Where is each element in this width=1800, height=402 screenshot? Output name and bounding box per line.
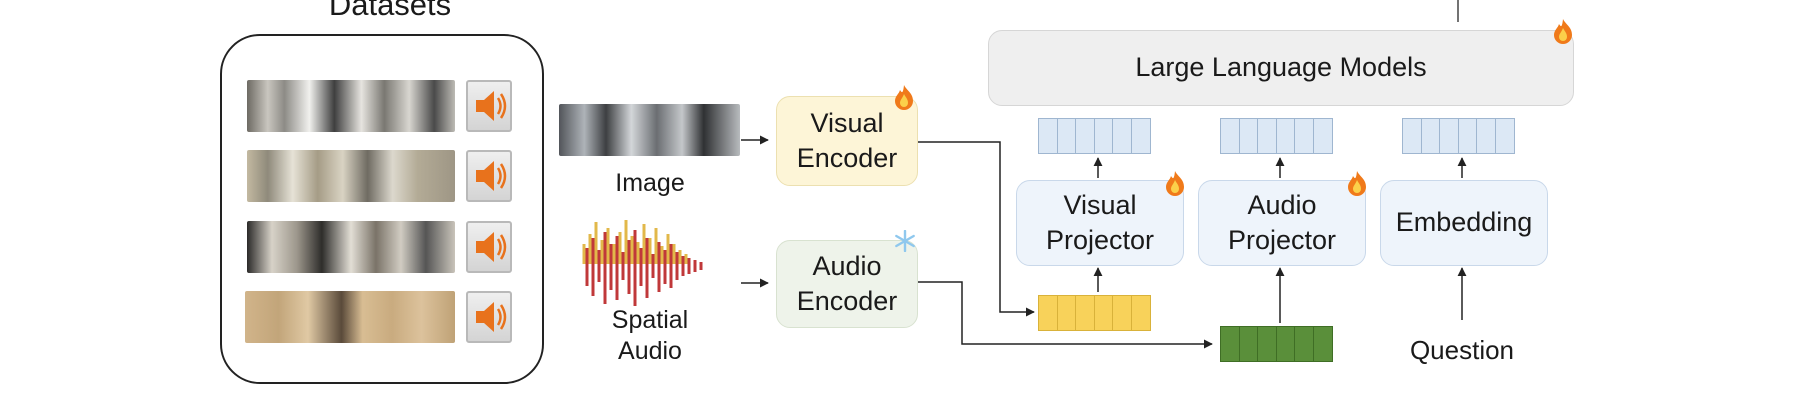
llm-box: Large Language Models [988, 30, 1574, 106]
visual-encoder-box: Visual Encoder [776, 96, 918, 186]
panorama-room-image [247, 221, 455, 273]
speaker-icon [466, 150, 512, 202]
image-label: Image [615, 169, 685, 197]
audio-token-row [1220, 118, 1333, 154]
spatial-audio-waveform [582, 220, 703, 306]
panorama-office-image [247, 80, 455, 132]
speaker-icon [466, 291, 512, 343]
embedding-box: Embedding [1380, 180, 1548, 266]
panorama-corridor-image [245, 291, 455, 343]
speaker-icon [466, 80, 512, 132]
fire-icon [1554, 19, 1572, 44]
text-token-row [1402, 118, 1515, 154]
question-label: Question [1409, 335, 1515, 365]
speaker-icon [466, 221, 512, 273]
snowflake-icon [895, 230, 915, 252]
datasets-panel [220, 34, 544, 384]
audio-encoder-box: Audio Encoder [776, 240, 918, 328]
fire-icon [895, 85, 913, 110]
audio-feature-tokens [1220, 326, 1333, 362]
spatial-audio-label: Spatial Audio [611, 306, 689, 366]
visual-token-row [1038, 118, 1151, 154]
panorama-hallway-image [247, 150, 455, 202]
visual-projector-box: Visual Projector [1016, 180, 1184, 266]
visual-feature-tokens [1038, 295, 1151, 331]
audio-projector-box: Audio Projector [1198, 180, 1366, 266]
fire-icon [1348, 171, 1366, 196]
input-panorama-image [559, 104, 740, 156]
arrow-visual-encoder-to-tokens [918, 141, 1035, 317]
datasets-title: Datasets [328, 0, 452, 22]
arrow-audio-encoder-to-tokens [918, 281, 1213, 349]
fire-icon [1166, 171, 1184, 196]
